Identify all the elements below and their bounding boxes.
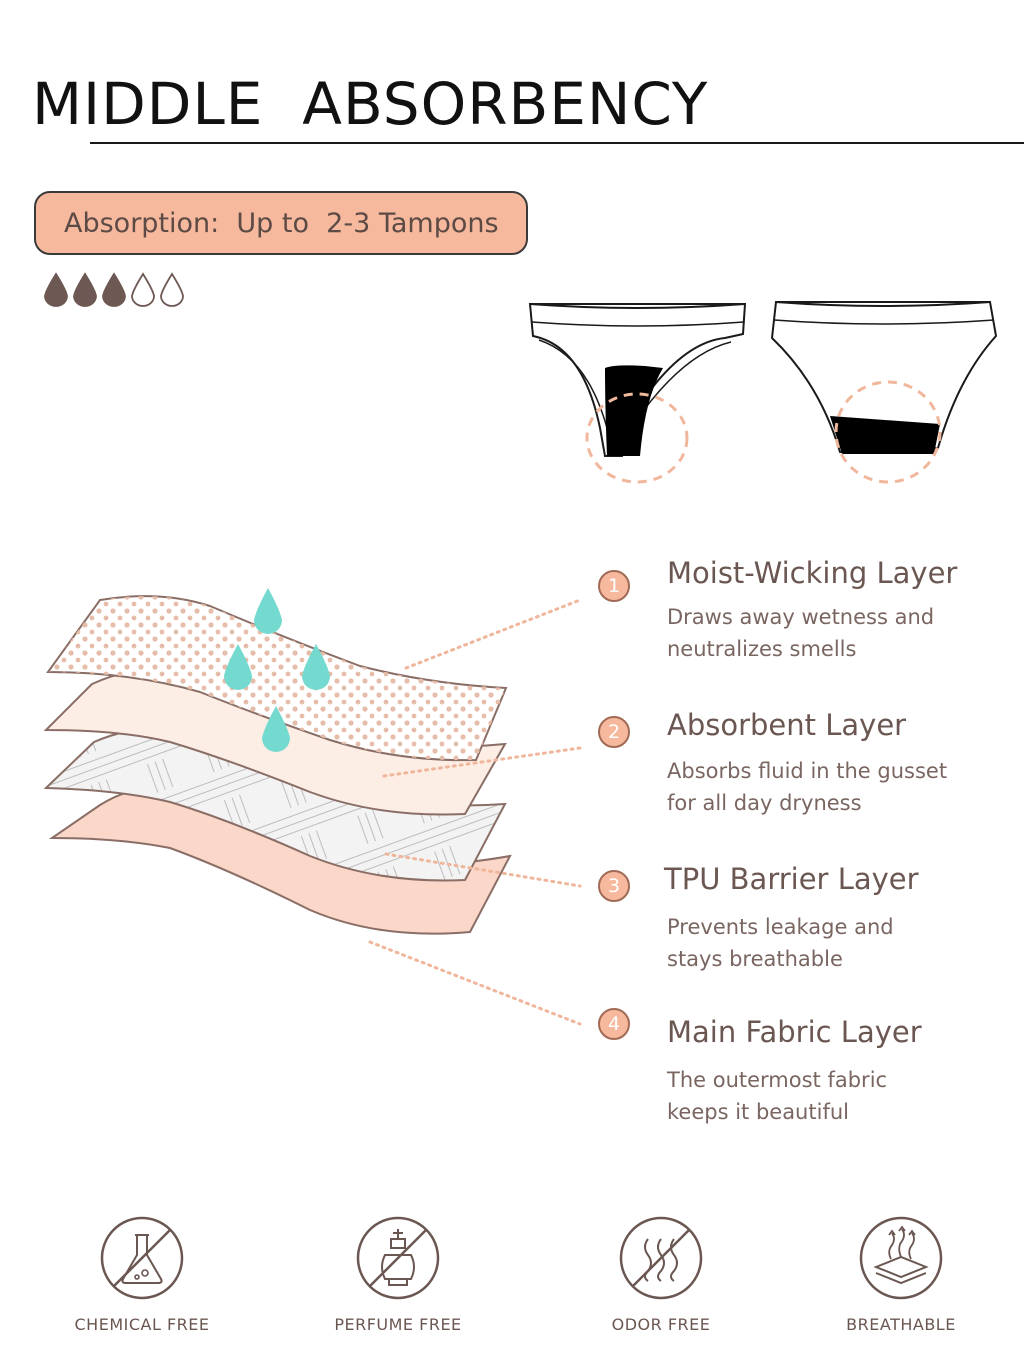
drop-filled-icon — [73, 272, 97, 307]
feature-label: BREATHABLE — [846, 1315, 956, 1334]
layer-number-4: 4 — [598, 1008, 630, 1040]
feature-chemical-free: CHEMICAL FREE — [52, 1215, 232, 1334]
front-brief-illustration — [528, 303, 747, 484]
page-title: MIDDLE ABSORBENCY — [32, 70, 709, 138]
drop-empty-icon — [160, 272, 184, 307]
layer-number-2: 2 — [598, 716, 630, 748]
drop-filled-icon — [44, 272, 68, 307]
fabric-layers-illustration — [43, 588, 582, 1026]
feature-label: ODOR FREE — [611, 1315, 711, 1334]
absorbency-drops-rating — [44, 272, 184, 307]
layer-desc-line: neutralizes smells — [667, 637, 857, 661]
flask-crossed-icon — [100, 1216, 184, 1300]
feature-perfume-free: PERFUME FREE — [308, 1215, 488, 1334]
layer-desc-line: Draws away wetness and — [667, 605, 935, 629]
layer-title-moist-wicking: Moist-Wicking Layer — [667, 556, 958, 590]
layer-desc-line: Absorbs fluid in the gusset — [667, 759, 948, 783]
feature-label: CHEMICAL FREE — [74, 1315, 210, 1334]
layer-title-tpu-barrier: TPU Barrier Layer — [664, 862, 919, 896]
breathable-layers-icon — [859, 1216, 943, 1300]
back-brief-illustration — [770, 301, 998, 484]
layer-title-absorbent: Absorbent Layer — [667, 708, 907, 742]
layer-desc-line: The outermost fabric — [667, 1068, 888, 1092]
layer-desc-line: Prevents leakage and — [667, 915, 894, 939]
layer-desc-moist-wicking: Draws away wetness and neutralizes smell… — [667, 601, 987, 665]
layer-desc-tpu-barrier: Prevents leakage and stays breathable — [667, 911, 987, 975]
odor-crossed-icon — [619, 1216, 703, 1300]
layer-number-1: 1 — [598, 570, 630, 602]
feature-label: PERFUME FREE — [334, 1315, 462, 1334]
feature-breathable: BREATHABLE — [811, 1215, 991, 1334]
feature-odor-free: ODOR FREE — [571, 1215, 751, 1334]
layer-desc-line: keeps it beautiful — [667, 1100, 849, 1124]
layer-title-main-fabric: Main Fabric Layer — [667, 1015, 922, 1049]
layer-desc-main-fabric: The outermost fabric keeps it beautiful — [667, 1064, 987, 1128]
layer-desc-absorbent: Absorbs fluid in the gusset for all day … — [667, 755, 987, 819]
layer-number-3: 3 — [598, 870, 630, 902]
drop-empty-icon — [131, 272, 155, 307]
title-underline — [90, 142, 1024, 144]
absorption-badge: Absorption: Up to 2-3 Tampons — [34, 191, 528, 255]
layer-desc-line: for all day dryness — [667, 791, 862, 815]
perfume-crossed-icon — [356, 1216, 440, 1300]
drop-filled-icon — [102, 272, 126, 307]
layer-desc-line: stays breathable — [667, 947, 843, 971]
